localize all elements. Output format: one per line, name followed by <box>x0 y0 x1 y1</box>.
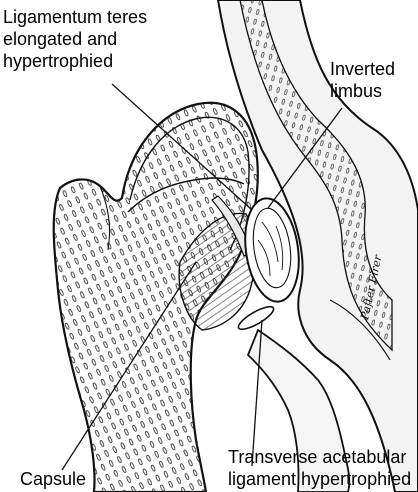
label-ligamentum-teres: Ligamentum teres elongated and hypertrop… <box>3 6 147 72</box>
label-transverse-acetabular: Transverse acetabular ligament hypertrop… <box>228 446 411 490</box>
label-inverted-limbus: Inverted limbus <box>330 58 395 102</box>
label-capsule: Capsule <box>20 468 86 490</box>
